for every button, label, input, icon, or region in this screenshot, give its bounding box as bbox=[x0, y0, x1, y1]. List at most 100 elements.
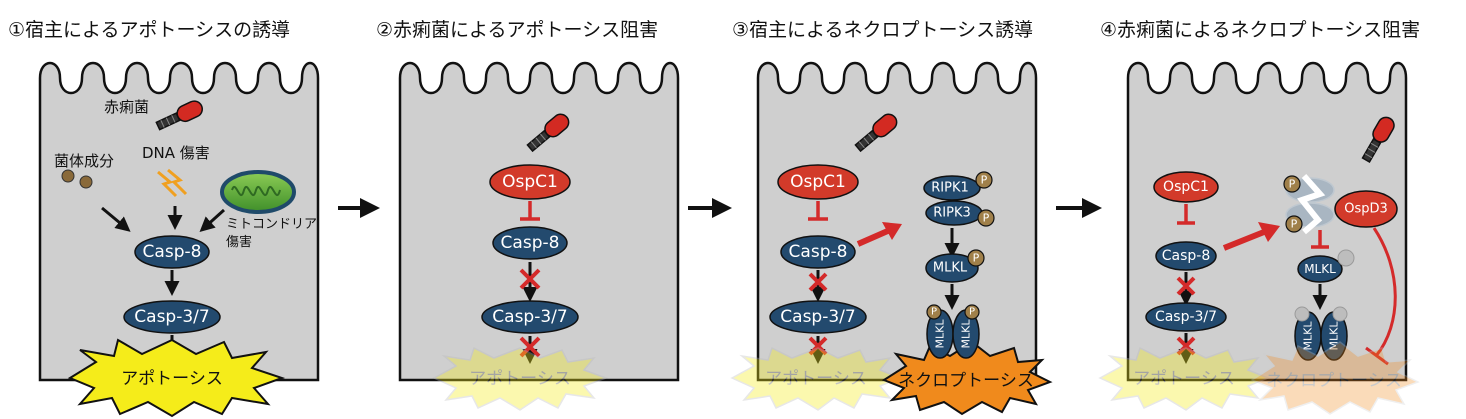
mlkl-oligomer-label: MLKL bbox=[1328, 321, 1341, 351]
bacterial-component-dot bbox=[61, 169, 75, 183]
apoptosis-burst-2-faded: アポトーシス bbox=[432, 346, 609, 411]
phospho-label: P bbox=[1289, 178, 1296, 191]
necroptosis-label-4: ネクロプトーシス bbox=[1266, 371, 1402, 391]
faded-phospho-oligomer-4 bbox=[1332, 306, 1348, 322]
mlkl-oligomer-left-3: MLKL bbox=[926, 309, 954, 359]
casp37-label-4: Casp-3/7 bbox=[1155, 309, 1217, 325]
apoptosis-label-1: アポトーシス bbox=[121, 369, 223, 389]
ospc1-node-3: OspC1 bbox=[777, 164, 859, 200]
casp37-node-4: Casp-3/7 bbox=[1145, 302, 1227, 332]
casp37-node-3: Casp-3/7 bbox=[769, 300, 867, 334]
red-arrow-casp8-to-ripk-3 bbox=[856, 222, 902, 247]
casp8-node-2: Casp-8 bbox=[492, 226, 568, 260]
apoptosis-burst-3-faded: アポトーシス bbox=[730, 346, 903, 411]
panel4-title: ④赤痢菌によるネクロプトーシス阻害 bbox=[1100, 19, 1420, 41]
shigella-label-1: 赤痢菌 bbox=[104, 98, 149, 116]
ospd3-node-4: OspD3 bbox=[1334, 190, 1398, 228]
blocked-arrow-4a bbox=[1176, 272, 1196, 306]
necroptosis-label-3: ネクロプトーシス bbox=[898, 371, 1034, 391]
ospc1-label-4: OspC1 bbox=[1163, 179, 1209, 195]
casp37-node-2: Casp-3/7 bbox=[481, 300, 579, 334]
shigella-icon-2 bbox=[526, 113, 570, 153]
mlkl-oligomer-right-3: MLKL bbox=[952, 309, 980, 359]
dna-damage-lightning-icon bbox=[157, 168, 188, 198]
casp8-node-3: Casp-8 bbox=[780, 235, 856, 269]
blocked-arrow-3b bbox=[808, 336, 828, 364]
blocked-arrow-2b bbox=[519, 336, 541, 364]
panel1-title: ①宿主によるアポトーシスの誘導 bbox=[8, 19, 290, 41]
ripk3-label-3: RIPK3 bbox=[933, 206, 971, 221]
mlkl-label-4: MLKL bbox=[1304, 262, 1336, 276]
casp37-node-1: Casp-3/7 bbox=[123, 300, 221, 334]
cell-2 bbox=[398, 61, 680, 382]
ospc1-label-2: OspC1 bbox=[502, 172, 558, 192]
mlkl-node-3: MLKL bbox=[925, 253, 979, 283]
casp37-label-2: Casp-3/7 bbox=[492, 307, 567, 327]
blocked-arrow-2a bbox=[519, 262, 541, 302]
bacterial-components-label: 菌体成分 bbox=[54, 152, 114, 170]
apoptosis-burst-4-faded: アポトーシス bbox=[1098, 346, 1271, 411]
necroptosis-burst-4-faded: ネクロプトーシス bbox=[1250, 341, 1420, 415]
phospho-cleaved-bottom-4: P bbox=[1285, 215, 1303, 233]
arrow-mito-to-casp8 bbox=[199, 208, 226, 233]
faded-phospho-oligomer-4 bbox=[1294, 306, 1310, 322]
apoptosis-label-4: アポトーシス bbox=[1133, 369, 1235, 389]
cell-4 bbox=[1126, 61, 1408, 382]
dna-damage-label: DNA 傷害 bbox=[142, 144, 210, 162]
mlkl-label-3: MLKL bbox=[933, 261, 968, 276]
phospho-ripk1-3: P bbox=[975, 171, 993, 189]
shigella-icon-3 bbox=[854, 113, 898, 153]
ospc1-node-4: OspC1 bbox=[1153, 171, 1219, 203]
phospho-cleaved-top-4: P bbox=[1283, 175, 1301, 193]
cleavage-bolt-icon bbox=[1296, 174, 1326, 235]
ospc1-label-3: OspC1 bbox=[790, 172, 846, 192]
mlkl-oligomer-label: MLKL bbox=[934, 319, 947, 349]
inhibit-ospc1-casp8-2 bbox=[520, 201, 540, 221]
ripk1-node-3: RIPK1 bbox=[923, 175, 981, 201]
mito-damage-label-2: 傷害 bbox=[226, 234, 252, 250]
mito-damage-label-1: ミトコンドリア bbox=[226, 217, 317, 232]
arrow-components-to-casp8 bbox=[101, 206, 131, 232]
casp8-label-3: Casp-8 bbox=[789, 242, 848, 262]
mitochondria-icon bbox=[220, 170, 296, 214]
shigella-icon-4 bbox=[1361, 116, 1395, 164]
casp37-label-1: Casp-3/7 bbox=[134, 307, 209, 327]
casp8-label-2: Casp-8 bbox=[501, 233, 560, 253]
blocked-arrow-3a bbox=[808, 270, 828, 302]
casp8-node-4: Casp-8 bbox=[1155, 241, 1217, 271]
mlkl-oligomer-label: MLKL bbox=[1302, 321, 1315, 351]
inhibit-ospd3-necroptosis-4 bbox=[1365, 227, 1397, 366]
blocked-arrow-4b bbox=[1176, 333, 1196, 364]
casp8-node-1: Casp-8 bbox=[134, 235, 210, 269]
phospho-label: P bbox=[983, 212, 990, 225]
ospd3-label-4: OspD3 bbox=[1344, 202, 1388, 217]
apoptosis-label-3: アポトーシス bbox=[765, 369, 867, 389]
mlkl-oligomer-label: MLKL bbox=[960, 319, 973, 349]
ripk1-label-3: RIPK1 bbox=[931, 181, 969, 196]
casp37-label-3: Casp-3/7 bbox=[780, 307, 855, 327]
phospho-label: P bbox=[973, 252, 980, 265]
phospho-label: P bbox=[969, 307, 975, 318]
apoptosis-burst-1: アポトーシス bbox=[67, 338, 286, 418]
phospho-label: P bbox=[931, 307, 937, 318]
phospho-label: P bbox=[981, 174, 988, 187]
phospho-oligomer-left-3: P bbox=[926, 304, 942, 320]
inhibit-ripk-to-mlkl-4 bbox=[1311, 230, 1329, 249]
faded-phospho-mlkl-4 bbox=[1337, 249, 1355, 267]
ospc1-node-2: OspC1 bbox=[489, 164, 571, 200]
mlkl-node-4: MLKL bbox=[1297, 255, 1343, 283]
phospho-label: P bbox=[1291, 218, 1298, 231]
inhibit-ospc1-casp8-4 bbox=[1177, 204, 1195, 225]
shigella-icon-1 bbox=[155, 100, 204, 131]
panel2-title: ②赤痢菌によるアポトーシス阻害 bbox=[376, 19, 658, 41]
phospho-ripk3-3: P bbox=[977, 209, 995, 227]
inhibit-ospc1-casp8-3 bbox=[808, 201, 828, 221]
panel3-title: ③宿主によるネクロプトーシス誘導 bbox=[732, 19, 1033, 41]
phospho-oligomer-right-3: P bbox=[964, 304, 980, 320]
apoptosis-label-2: アポトーシス bbox=[469, 369, 571, 389]
casp8-label-1: Casp-8 bbox=[143, 242, 202, 262]
bacterial-component-dot bbox=[79, 175, 93, 189]
phospho-mlkl-3: P bbox=[967, 249, 985, 267]
casp8-label-4: Casp-8 bbox=[1162, 248, 1211, 264]
